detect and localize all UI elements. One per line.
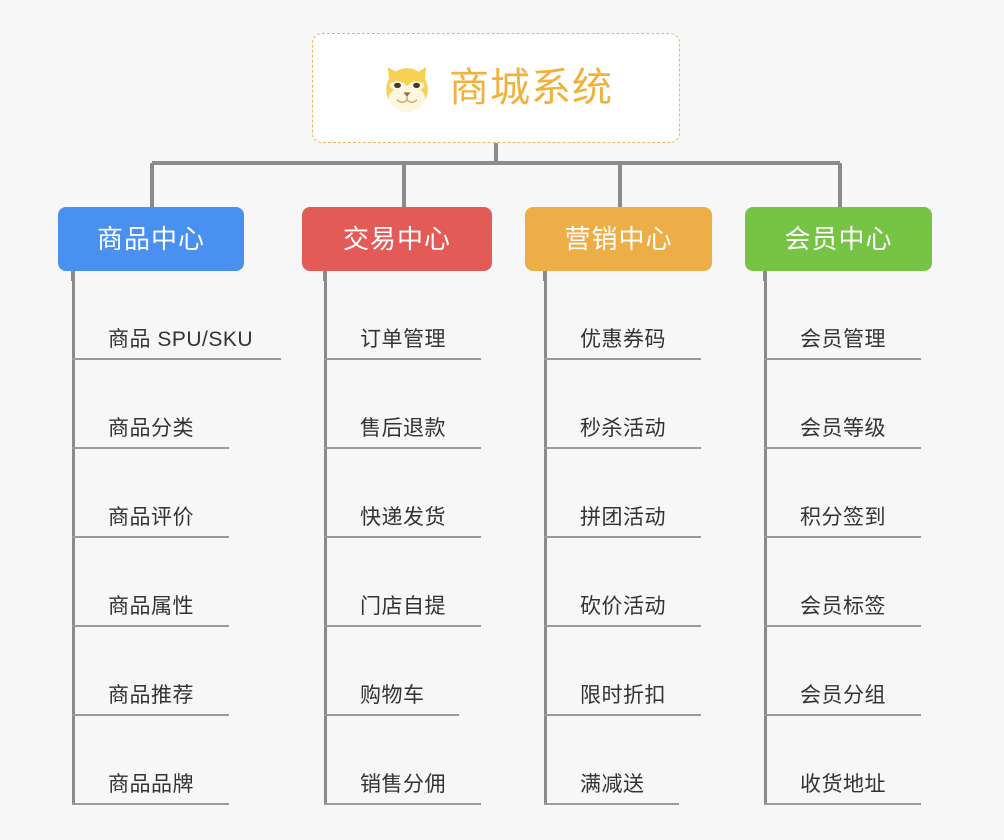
leaf-label: 拼团活动 [580, 506, 666, 529]
leaf-label: 商品 SPU/SKU [108, 328, 254, 351]
list-item[interactable]: 门店自提 [324, 538, 554, 627]
category-label: 营销中心 [564, 224, 673, 254]
leaf-label: 销售分佣 [360, 773, 446, 796]
list-item[interactable]: 会员管理 [764, 271, 994, 360]
list-item[interactable]: 销售分佣 [324, 716, 554, 805]
category-label: 交易中心 [342, 224, 451, 254]
leaf-label: 积分签到 [800, 506, 886, 529]
root-title: 商城系统 [449, 66, 613, 110]
leaf-label: 商品评价 [108, 506, 194, 529]
category-box-marketing[interactable]: 营销中心 [525, 207, 712, 271]
leaf-label: 会员分组 [800, 684, 886, 707]
list-item[interactable]: 购物车 [324, 627, 554, 716]
leaf-label: 收货地址 [800, 773, 886, 796]
list-item[interactable]: 商品推荐 [72, 627, 302, 716]
leaf-label: 限时折扣 [580, 684, 666, 707]
leaf-underline [72, 714, 229, 716]
category-box-trade[interactable]: 交易中心 [302, 207, 492, 271]
leaf-label: 门店自提 [360, 595, 446, 618]
leaf-label: 商品品牌 [108, 773, 194, 796]
leaf-underline [764, 803, 921, 805]
leaf-underline [764, 358, 921, 360]
list-item[interactable]: 收货地址 [764, 716, 994, 805]
leaf-label: 会员管理 [800, 328, 886, 351]
list-item[interactable]: 秒杀活动 [544, 360, 774, 449]
leaf-label: 会员标签 [800, 595, 886, 618]
category-label: 商品中心 [96, 224, 205, 254]
leaf-label: 优惠券码 [580, 328, 666, 351]
leaf-underline [544, 447, 701, 449]
leaf-label: 砍价活动 [580, 595, 666, 618]
leaf-underline [72, 803, 229, 805]
leaf-label: 商品属性 [108, 595, 194, 618]
list-item[interactable]: 积分签到 [764, 449, 994, 538]
root-node[interactable]: 商城系统 [312, 33, 680, 143]
list-item[interactable]: 会员分组 [764, 627, 994, 716]
list-item[interactable]: 拼团活动 [544, 449, 774, 538]
leaf-column-trade: 订单管理 售后退款 快递发货 门店自提 购物车 销售分佣 [324, 271, 554, 805]
list-item[interactable]: 商品 SPU/SKU [72, 271, 302, 360]
leaf-label: 订单管理 [360, 328, 446, 351]
list-item[interactable]: 商品分类 [72, 360, 302, 449]
list-item[interactable]: 砍价活动 [544, 538, 774, 627]
list-item[interactable]: 快递发货 [324, 449, 554, 538]
leaf-underline [72, 447, 229, 449]
category-label: 会员中心 [784, 224, 893, 254]
category-box-member[interactable]: 会员中心 [745, 207, 932, 271]
leaf-underline [544, 803, 679, 805]
leaf-column-member: 会员管理 会员等级 积分签到 会员标签 会员分组 收货地址 [764, 271, 994, 805]
leaf-label: 秒杀活动 [580, 417, 666, 440]
leaf-label: 商品分类 [108, 417, 194, 440]
shiba-dog-emoji [386, 67, 428, 113]
list-item[interactable]: 商品品牌 [72, 716, 302, 805]
leaf-column-product: 商品 SPU/SKU 商品分类 商品评价 商品属性 商品推荐 商品品牌 [72, 271, 302, 805]
leaf-underline [72, 536, 229, 538]
list-item[interactable]: 满减送 [544, 716, 774, 805]
list-item[interactable]: 售后退款 [324, 360, 554, 449]
leaf-underline [764, 536, 921, 538]
leaf-underline [544, 714, 701, 716]
leaf-underline [544, 625, 701, 627]
leaf-underline [764, 625, 921, 627]
list-item[interactable]: 会员标签 [764, 538, 994, 627]
leaf-underline [324, 625, 481, 627]
list-item[interactable]: 商品评价 [72, 449, 302, 538]
leaf-underline [764, 714, 921, 716]
list-item[interactable]: 优惠券码 [544, 271, 774, 360]
leaf-label: 商品推荐 [108, 684, 194, 707]
list-item[interactable]: 限时折扣 [544, 627, 774, 716]
leaf-underline [72, 625, 229, 627]
list-item[interactable]: 订单管理 [324, 271, 554, 360]
leaf-underline [764, 447, 921, 449]
list-item[interactable]: 会员等级 [764, 360, 994, 449]
leaf-underline [544, 358, 701, 360]
leaf-underline [544, 536, 701, 538]
leaf-label: 满减送 [580, 773, 645, 796]
leaf-underline [72, 358, 281, 360]
leaf-label: 会员等级 [800, 417, 886, 440]
leaf-label: 快递发货 [360, 506, 446, 529]
leaf-underline [324, 536, 481, 538]
leaf-underline [324, 714, 459, 716]
leaf-underline [324, 358, 481, 360]
leaf-underline [324, 447, 481, 449]
leaf-label: 售后退款 [360, 417, 446, 440]
category-box-product[interactable]: 商品中心 [58, 207, 244, 271]
leaf-underline [324, 803, 481, 805]
leaf-column-marketing: 优惠券码 秒杀活动 拼团活动 砍价活动 限时折扣 满减送 [544, 271, 774, 805]
leaf-label: 购物车 [360, 684, 425, 707]
list-item[interactable]: 商品属性 [72, 538, 302, 627]
